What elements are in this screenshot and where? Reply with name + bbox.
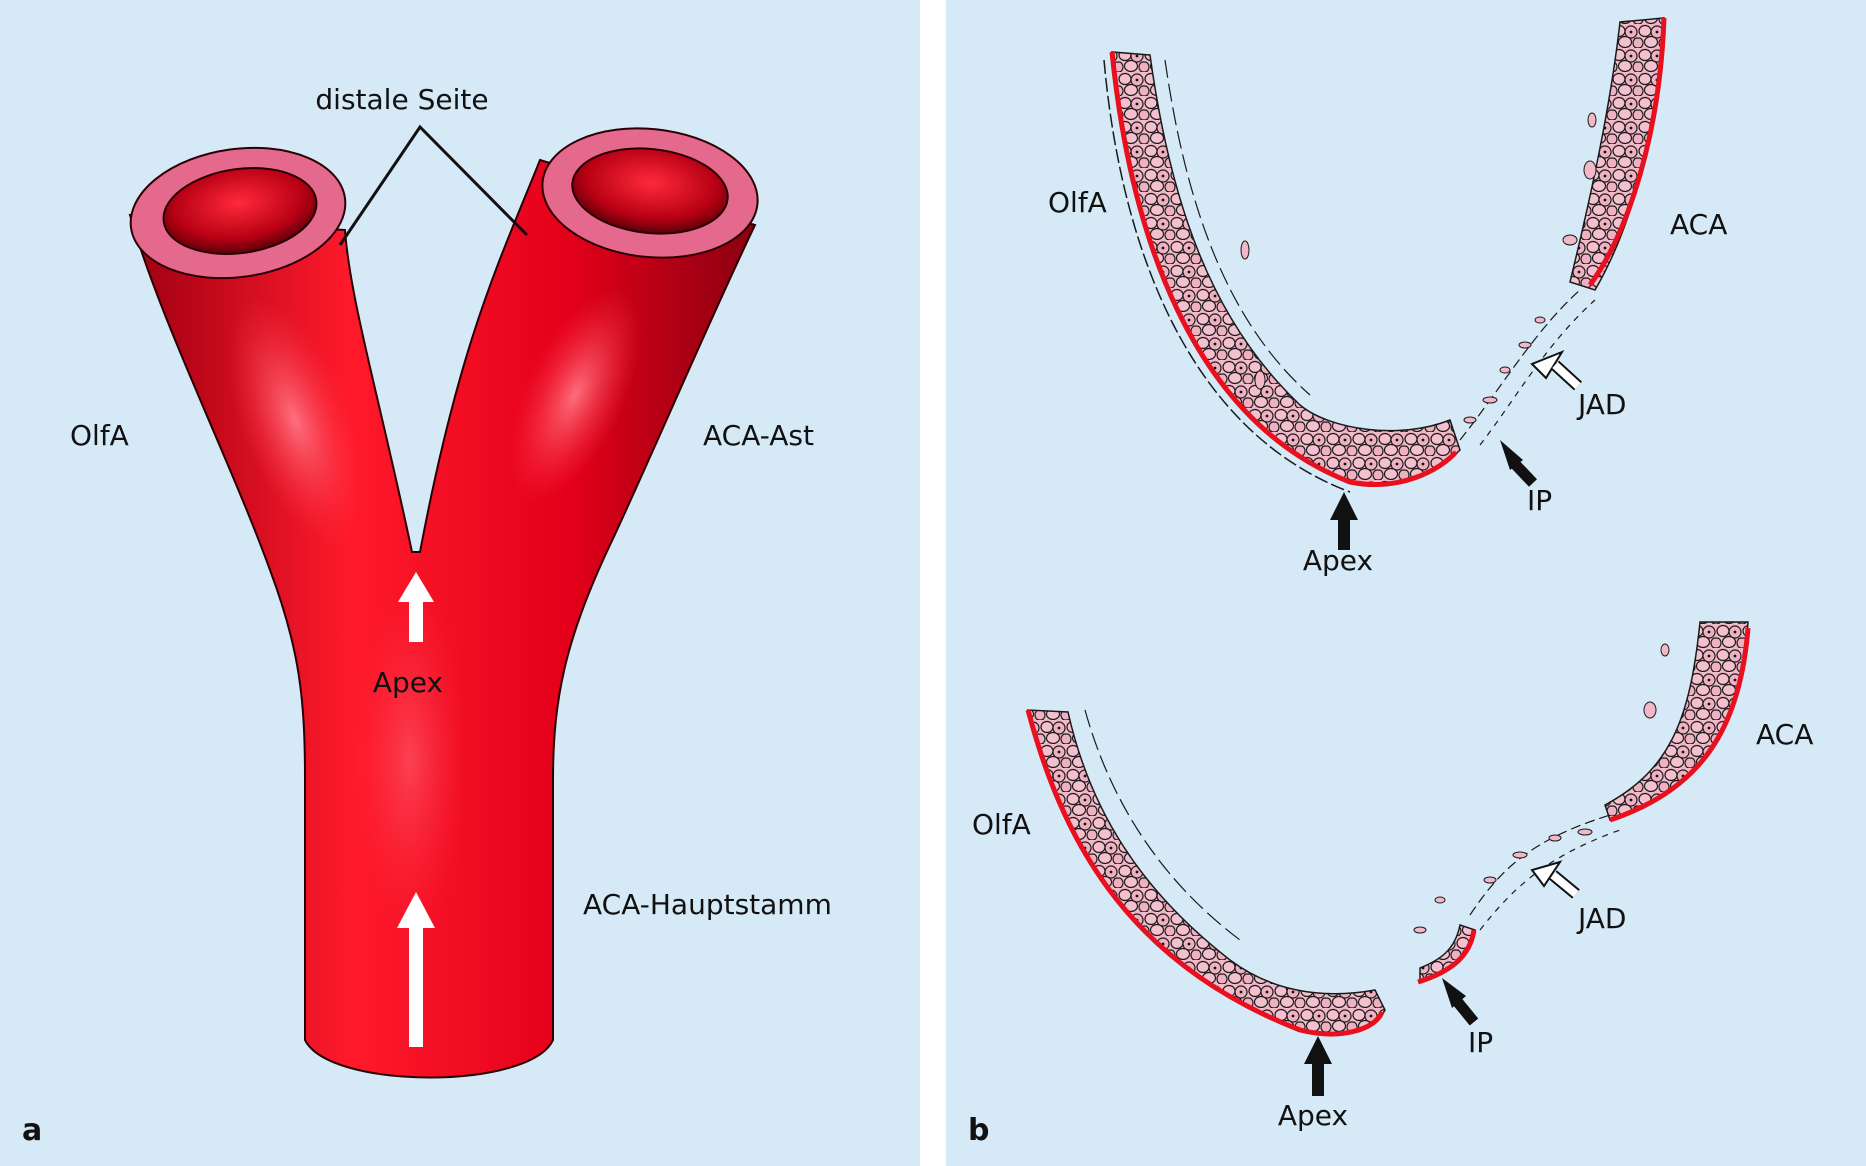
label-bottom-apex: Apex xyxy=(1278,1099,1348,1132)
label-olfa-a: OlfA xyxy=(70,419,129,452)
top-ip-arrow xyxy=(1500,440,1537,487)
panel-b: OlfA ACA JAD IP Apex xyxy=(946,0,1866,1166)
top-junction-fibers-2 xyxy=(1479,299,1596,446)
top-inner-fibers xyxy=(1164,59,1311,396)
bottom-olfa-red-wall xyxy=(1025,709,1385,1037)
label-aca-ast: ACA-Ast xyxy=(703,419,814,452)
label-top-ip: IP xyxy=(1527,484,1552,517)
panel-a: distale Seite OlfA ACA-Ast Apex ACA-Haup… xyxy=(0,0,920,1166)
top-apex-arrow xyxy=(1330,492,1358,550)
highlight-right-branch xyxy=(508,288,642,502)
bottom-jad-arrow xyxy=(1530,860,1580,899)
bottom-apex-arrow xyxy=(1304,1036,1332,1096)
label-apex-a: Apex xyxy=(373,666,443,699)
label-bottom-aca: ACA xyxy=(1756,718,1813,751)
bottom-inner-fibers xyxy=(1084,709,1241,941)
bottom-ip-arrow xyxy=(1442,978,1479,1026)
bottom-junction-fibers-2 xyxy=(1479,829,1621,931)
label-distale-seite: distale Seite xyxy=(315,83,488,116)
label-top-aca: ACA xyxy=(1670,208,1727,241)
label-bottom-olfa: OlfA xyxy=(972,808,1031,841)
highlight-left-branch xyxy=(226,296,364,544)
panel-letter-b: b xyxy=(968,1113,989,1148)
distal-side-pointer-lines xyxy=(338,124,529,246)
panel-b-background xyxy=(946,0,1866,1166)
label-top-jad: JAD xyxy=(1576,388,1626,421)
highlight-trunk xyxy=(350,580,470,940)
top-outer-ruffle xyxy=(1103,59,1351,493)
bottom-ip-red-wall xyxy=(1417,929,1477,985)
bottom-aca-red-wall xyxy=(1609,627,1751,823)
label-bottom-jad: JAD xyxy=(1576,902,1626,935)
panel-divider xyxy=(920,0,946,1166)
top-section-diagram: OlfA ACA JAD IP Apex xyxy=(1048,17,1727,577)
label-top-apex: Apex xyxy=(1303,544,1373,577)
top-olfa-red-wall xyxy=(1109,51,1458,487)
apex-arrow xyxy=(398,572,434,642)
label-bottom-ip: IP xyxy=(1468,1026,1493,1059)
label-aca-hauptstamm: ACA-Hauptstamm xyxy=(583,888,832,921)
label-top-olfa: OlfA xyxy=(1048,186,1107,219)
olfa-lumen xyxy=(162,167,318,255)
bottom-scattered-fragments xyxy=(1413,643,1670,934)
top-scattered-fragments xyxy=(1240,112,1597,424)
top-jad-arrow xyxy=(1530,349,1583,391)
top-aca-red-wall xyxy=(1587,17,1667,287)
bottom-section-diagram: OlfA ACA JAD IP Apex xyxy=(972,621,1813,1132)
aca-ast-lumen xyxy=(571,147,729,235)
panel-letter-a: a xyxy=(22,1113,42,1148)
flow-arrow xyxy=(397,892,435,1047)
